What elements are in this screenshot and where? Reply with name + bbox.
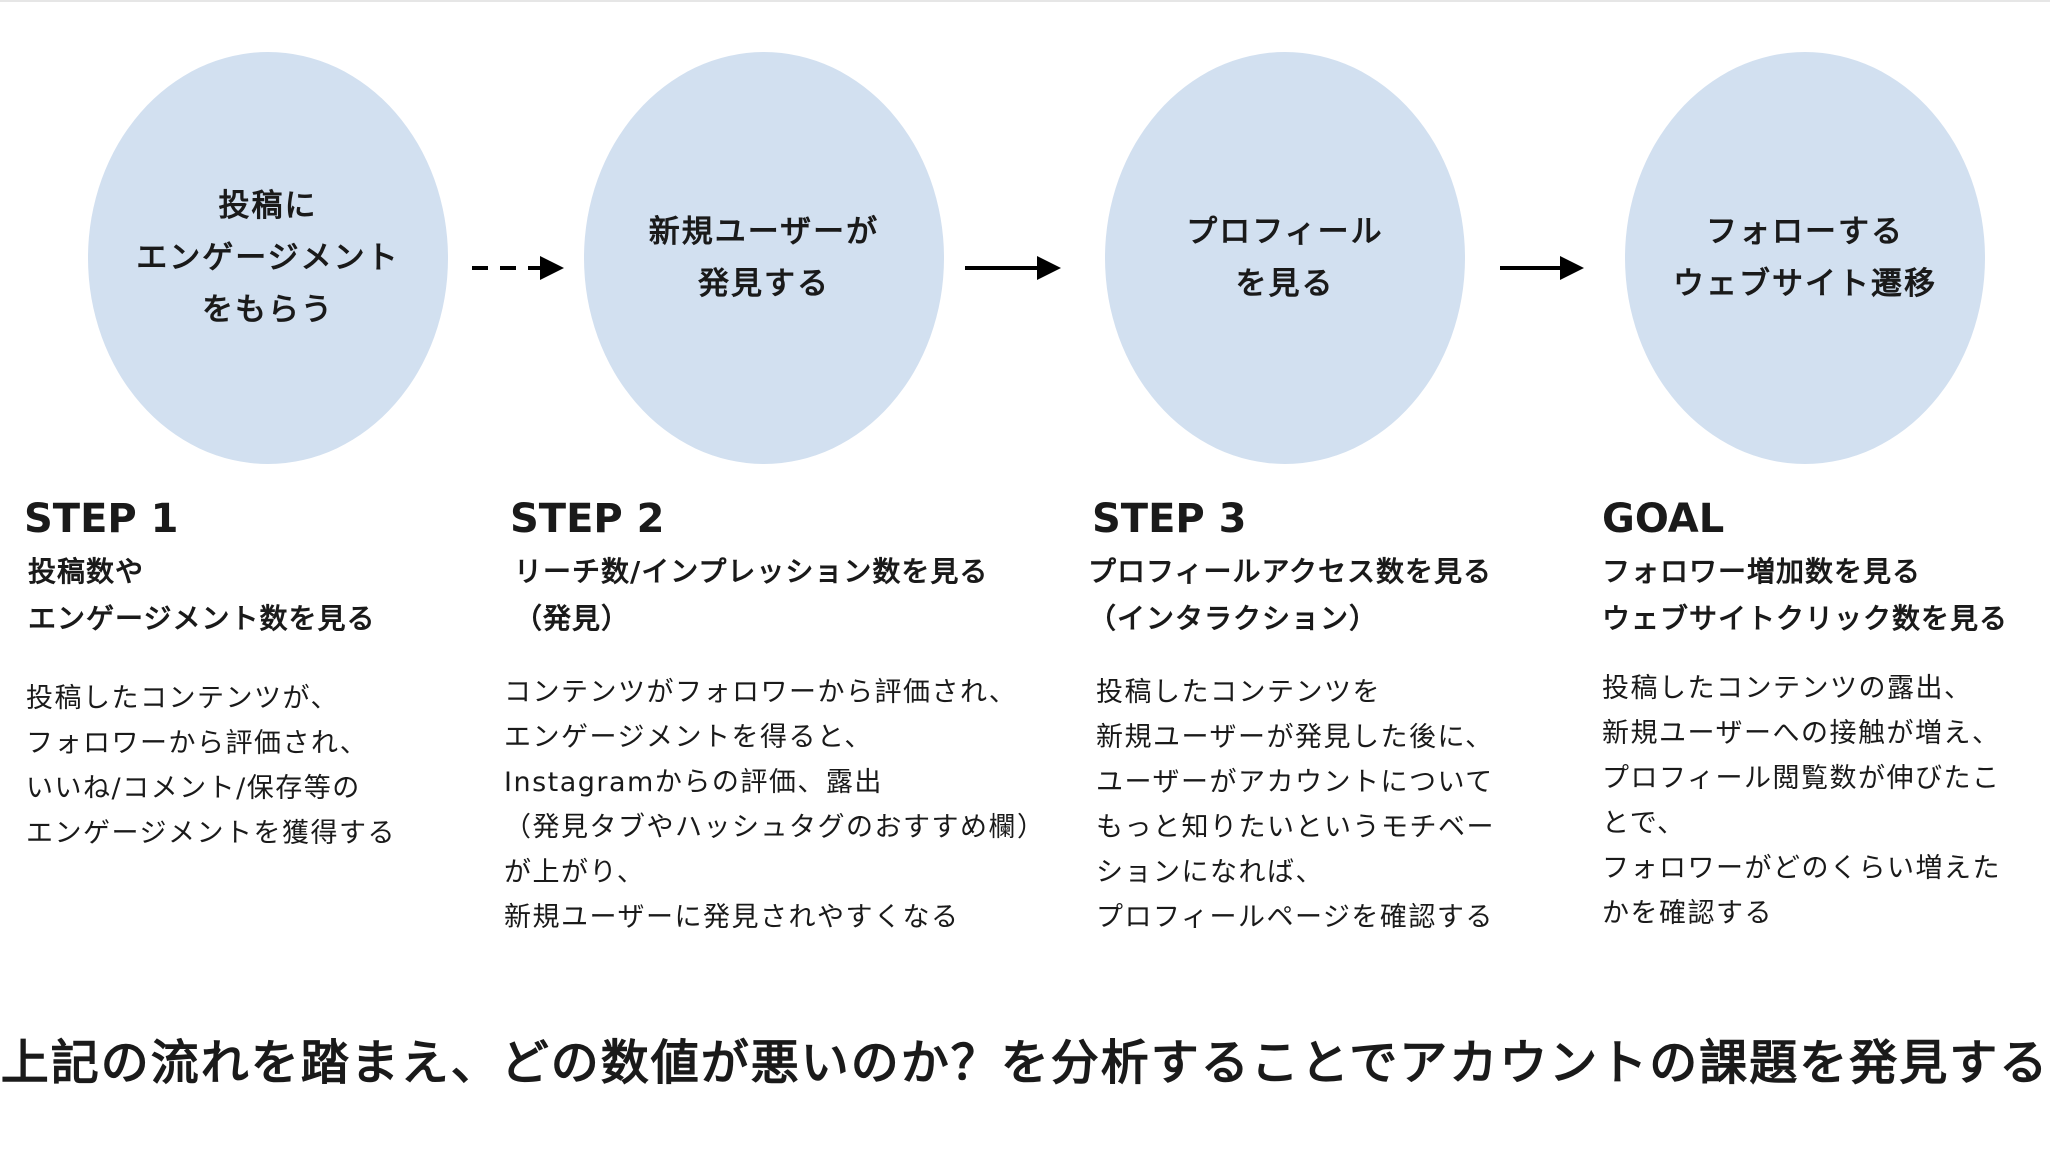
- step-2-title: STEP 2: [510, 496, 665, 542]
- step-3-description: 投稿したコンテンツを 新規ユーザーが発見した後に、 ユーザーがアカウントについて…: [1096, 677, 1495, 933]
- circle-step-3-label: プロフィール を見る: [1186, 214, 1384, 302]
- step-1-description: 投稿したコンテンツが、 フォロワーから評価され、 いいね/コメント/保存等の エ…: [26, 683, 396, 849]
- goal-description: 投稿したコンテンツの露出、 新規ユーザーへの接触が増え、 プロフィール閲覧数が伸…: [1602, 673, 2001, 929]
- conclusion-text: 上記の流れを踏まえ、どの数値が悪いのか？を分析することでアカウントの課題を発見す…: [0, 1035, 2050, 1091]
- goal-metric: フォロワー増加数を見る ウェブサイトクリック数を見る: [1602, 555, 2009, 635]
- step-3-block: STEP 3 プロフィールアクセス数を見る （インタラクション） 投稿したコンテ…: [1088, 494, 1495, 940]
- goal-title: GOAL: [1602, 496, 1725, 542]
- circle-step-2-label: 新規ユーザーが 発見する: [648, 214, 880, 302]
- circle-step-1-label: 投稿に エンゲージメント をもらう: [136, 188, 400, 328]
- step-3-title: STEP 3: [1092, 496, 1247, 542]
- step-2-block: STEP 2 リーチ数/インプレッション数を見る （発見） コンテンツがフォロワ…: [504, 494, 1046, 940]
- step-2-metric: リーチ数/インプレッション数を見る （発見）: [514, 555, 989, 635]
- step-1-title: STEP 1: [24, 496, 179, 542]
- step-2-description: コンテンツがフォロワーから評価され、 エンゲージメントを得ると、 Instagr…: [504, 677, 1046, 933]
- circle-goal-label: フォローする ウェブサイト遷移: [1673, 214, 1937, 302]
- step-3-metric: プロフィールアクセス数を見る （インタラクション）: [1088, 555, 1493, 635]
- arrow-right-icon-2: [1500, 256, 1584, 280]
- circle-step-2: 新規ユーザーが 発見する: [584, 52, 944, 464]
- step-1-block: STEP 1 投稿数や エンゲージメント数を見る 投稿したコンテンツが、 フォロ…: [24, 494, 396, 856]
- circle-step-1: 投稿に エンゲージメント をもらう: [88, 52, 448, 464]
- goal-block: GOAL フォロワー増加数を見る ウェブサイトクリック数を見る 投稿したコンテン…: [1602, 494, 2008, 936]
- arrow-right-icon-1: [965, 256, 1061, 280]
- circle-step-3: プロフィール を見る: [1105, 52, 1465, 464]
- circle-goal: フォローする ウェブサイト遷移: [1625, 52, 1985, 464]
- dashed-arrow-icon: [472, 256, 564, 280]
- step-1-metric: 投稿数や エンゲージメント数を見る: [28, 555, 376, 635]
- top-divider: [0, 0, 2050, 2]
